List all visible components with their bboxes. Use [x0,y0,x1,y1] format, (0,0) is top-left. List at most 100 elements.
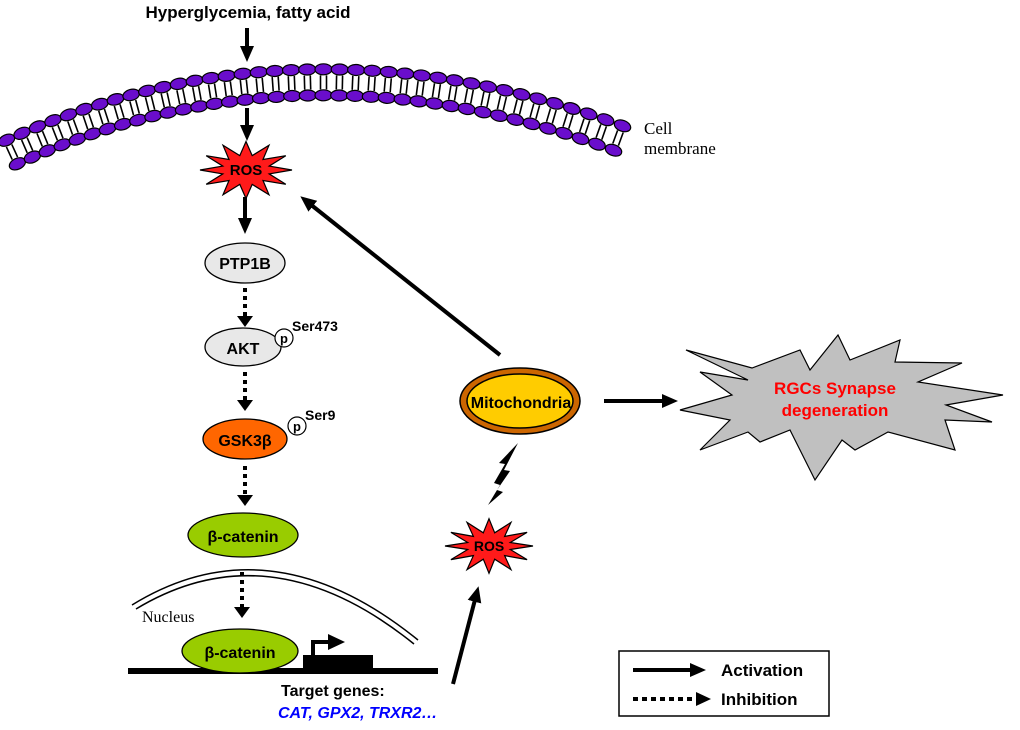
lipid-tail [176,90,181,105]
lipid-tail [11,144,19,158]
lipid-tail [535,105,541,120]
lipid-tail [584,120,591,135]
lipid-head-outer [562,102,581,115]
lipid-head-inner [144,109,163,123]
gsk3b-phospho-icon [287,416,307,436]
lipid-tail [502,96,508,111]
dna-strand [128,668,438,674]
lipid-tail [431,83,436,98]
lipid-head-inner [190,100,209,113]
lipid-head-outer [122,88,141,102]
bcatenin-nucleus-label: β-catenin [204,645,275,662]
lipid-tail [578,118,585,133]
lipid-tail [551,109,557,124]
outcome-label-line1: RGCs Synapse [774,379,896,398]
lipid-head-inner [345,89,365,103]
transcription-start-icon [311,640,330,656]
gsk3b-label: GSK3β [218,433,272,450]
lipid-head-outer [59,108,78,122]
lipid-tail [245,79,249,94]
lipid-head-inner [330,89,349,102]
akt-phospho-icon [274,328,294,348]
lipid-tail [612,130,619,144]
lipid-tail [293,75,296,90]
lipid-tail [5,146,13,160]
lipid-tail [57,124,64,139]
lipid-head-outer [412,69,431,82]
lipid-head-outer [185,74,204,88]
lipid-head-outer [462,77,481,90]
lipid-head-inner [522,117,541,131]
lipid-tail [129,101,135,116]
lipid-head-inner [393,93,412,106]
lipid-tail [480,91,485,106]
lipid-head-inner [159,106,178,119]
lipid-tail [595,124,602,138]
degeneration-burst-icon [679,333,1004,482]
gsk3b-site-label: Ser9 [305,407,336,423]
ptp1b-node [204,242,286,284]
legend-box [618,650,830,717]
lipid-head-outer [429,71,448,84]
title-stimulus: Hyperglycemia, fatty acid [145,3,350,22]
lipid-head-outer [106,93,125,106]
lipid-head-outer [330,63,349,76]
lipid-head-outer [298,63,317,76]
akt-label: AKT [227,341,260,358]
lipid-tail [97,110,104,125]
promoter-box [303,655,373,669]
lipid-head-outer [281,63,301,77]
lipid-head-outer [546,97,564,110]
lipid-head-inner [267,90,286,104]
lipid-tail [119,104,125,118]
lipid-head-inner [604,143,623,157]
lipid-tail [367,76,370,91]
lipid-head-inner [236,93,255,106]
lipid-head-inner [457,102,476,116]
lipid-head-inner [538,122,557,135]
lipid-tail [405,79,409,94]
lipid-head-outer [495,84,514,97]
lipid-head-inner [361,90,380,103]
lipid-head-outer [347,63,366,77]
lipid-tail [113,105,119,120]
lipid-tail [191,87,196,102]
lipid-tail [134,99,141,114]
lipid-head-inner [174,103,193,116]
lipid-tail [562,113,568,127]
lipid-tail [617,132,624,146]
lipid-head-inner [489,109,508,122]
lipid-tail [67,121,74,135]
lipid-head-outer [233,67,252,80]
bcatenin-cytoplasm-label: β-catenin [207,529,278,546]
lipid-head-outer [265,64,284,78]
mitochondria-label: Mitochondria [471,395,572,412]
lipid-tail [529,103,535,118]
lipid-tail [496,95,502,110]
nuclear-envelope [131,569,419,641]
lipid-tail [351,75,354,90]
lipid-tail [182,88,187,103]
lipid-head-inner [571,132,590,146]
lipid-head-outer [314,63,333,76]
lipid-tail [20,139,28,154]
lipid-head-inner [205,97,224,110]
lipid-tail [415,80,419,96]
lipid-tail [373,76,376,92]
lipid-tail [486,93,491,108]
cell-membrane-label-1: Cell [644,119,673,138]
lipid-head-inner [409,95,428,108]
gsk3b-phospho-label: p [293,419,301,434]
lipid-head-outer [445,74,464,87]
ros-top-label: ROS [230,162,263,179]
lipid-tail [72,119,79,133]
lipid-tail [357,76,360,91]
lipid-tail [166,92,171,107]
lipid-head-outer [396,67,415,80]
lipid-tail [26,137,34,151]
akt-phospho-label: p [280,331,288,346]
lipid-head-outer [138,84,156,98]
lipid-tail [213,83,218,98]
lipid-head-outer [201,71,220,85]
